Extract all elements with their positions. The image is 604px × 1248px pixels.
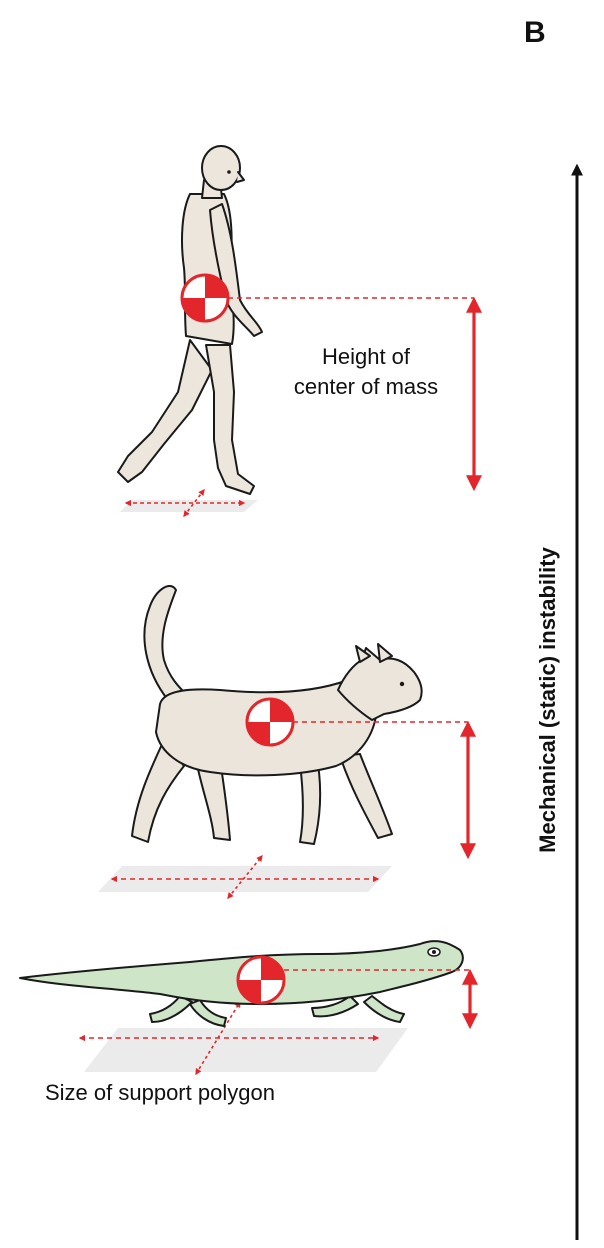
- cat-figure: [98, 586, 468, 898]
- human-figure: Height of center of mass: [118, 146, 474, 516]
- axis-label: Mechanical (static) instability: [535, 546, 560, 852]
- salamander-figure: Size of support polygon: [20, 941, 470, 1105]
- com-height-label-line2: center of mass: [294, 374, 438, 399]
- salamander-support-plane: [84, 1028, 408, 1072]
- com-height-label-line1: Height of: [322, 344, 411, 369]
- cat-com-marker: [247, 699, 293, 745]
- panel-letter: B: [524, 16, 546, 49]
- human-com-marker: [182, 275, 228, 321]
- salamander-com-marker: [238, 957, 284, 1003]
- support-polygon-label: Size of support polygon: [45, 1080, 275, 1105]
- instability-axis: Mechanical (static) instability: [535, 166, 577, 1240]
